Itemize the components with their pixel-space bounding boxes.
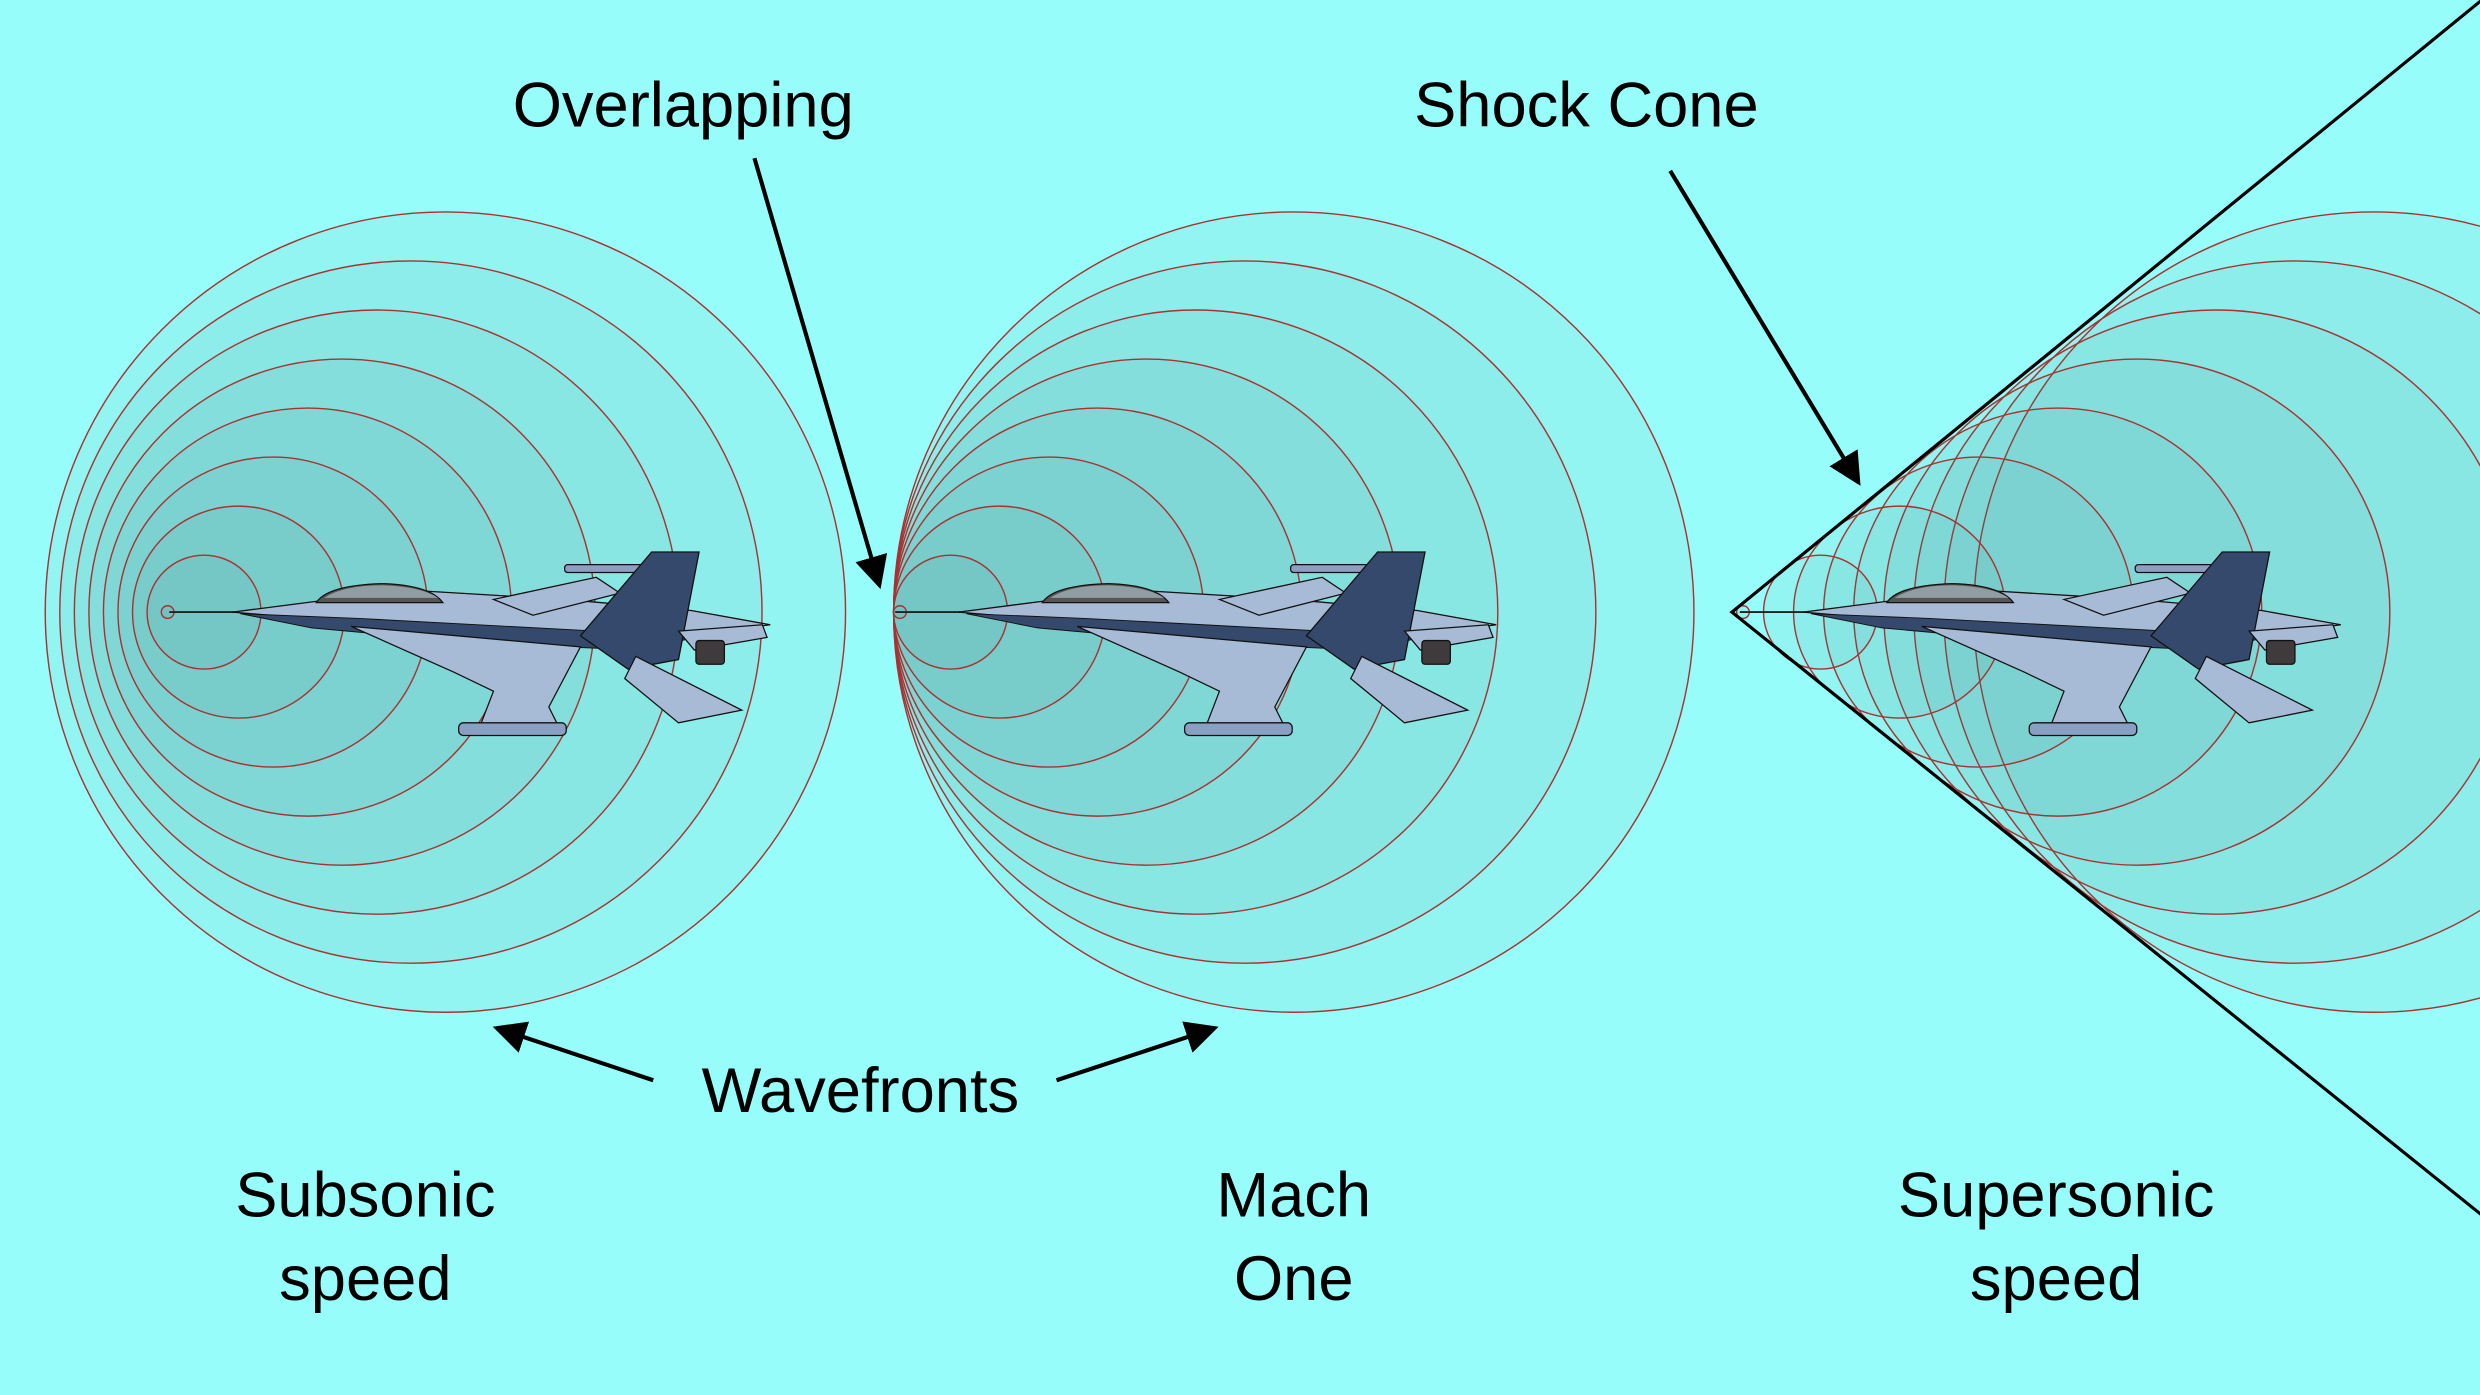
wavefronts-arrow-left <box>492 1021 654 1083</box>
subsonic-label-line1: Subsonic <box>235 1160 495 1230</box>
overlapping-arrow <box>752 157 888 590</box>
mach-one-label-line2: One <box>1234 1244 1354 1314</box>
supersonic-label-line2: speed <box>1970 1244 2142 1314</box>
shock-cone-label: Shock Cone <box>1414 71 1759 141</box>
mach-one-label-line1: Mach <box>1216 1160 1371 1230</box>
overlapping-label: Overlapping <box>513 71 854 141</box>
wavefronts-label: Wavefronts <box>702 1056 1020 1126</box>
supersonic-label-line1: Supersonic <box>1898 1160 2214 1230</box>
subsonic-label-line2: speed <box>279 1244 451 1314</box>
shock-cone-arrow <box>1668 169 1861 486</box>
wavefronts-arrow-right <box>1055 1021 1219 1083</box>
shock-cone-lines <box>1729 0 2480 1216</box>
